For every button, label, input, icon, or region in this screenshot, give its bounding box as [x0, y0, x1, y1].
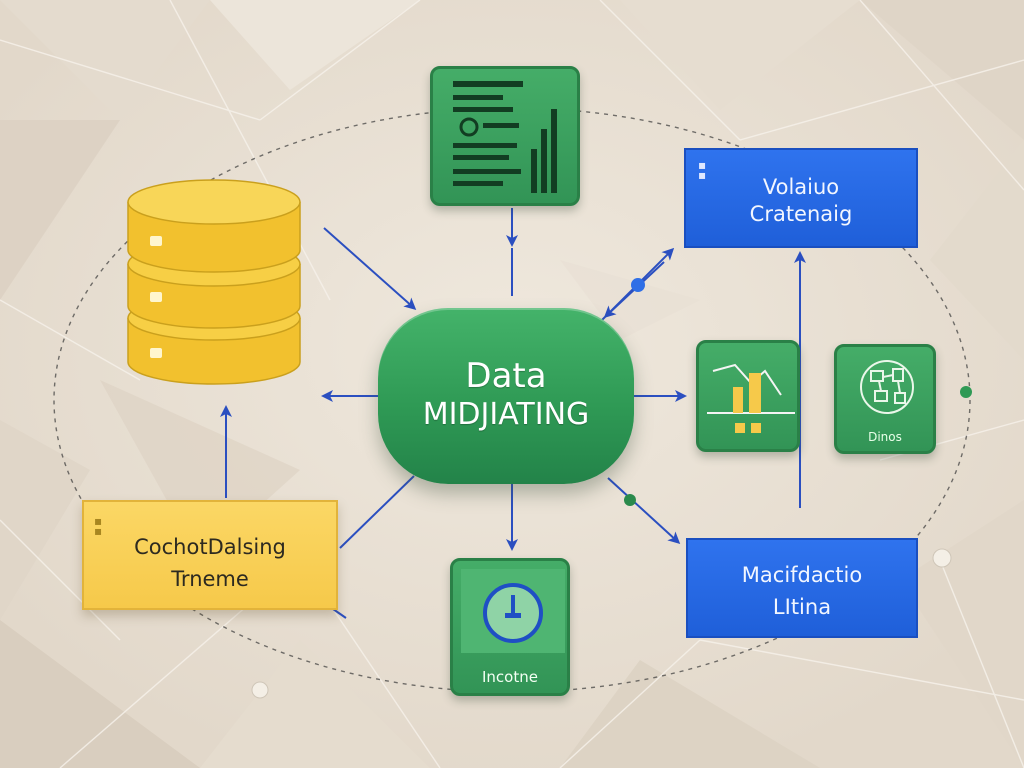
bar-chart-icon [707, 363, 795, 433]
volaiuo-cratenaig-box[interactable]: ▪▪ Volaiuo Cratenaig [684, 148, 918, 248]
connector-dot [631, 278, 645, 292]
orbit-node-dot [932, 548, 952, 568]
orbit-node-dot [251, 681, 269, 699]
report-document-icon [453, 81, 557, 193]
macifdactio-litina-box[interactable]: Macifdactio LItina [686, 538, 918, 638]
incotne-card[interactable]: Incotne [450, 558, 570, 696]
center-node-title: Data [465, 356, 547, 396]
cochotdalsing-note[interactable]: ▪▪ CochotDalsing Trneme [82, 500, 338, 610]
note-subtitle: Trneme [171, 567, 249, 591]
orbit-node-dot [960, 386, 972, 398]
data-midjiating-node[interactable]: Data MIDJIATING [378, 308, 634, 484]
corner-dots-icon: ▪▪ [94, 514, 103, 538]
note-title: CochotDalsing [134, 535, 286, 559]
center-node-subtitle: MIDJIATING [422, 397, 590, 432]
dinos-label: Dinos [868, 430, 902, 444]
corner-dots-icon: ▪▪ [698, 158, 707, 182]
arrow-database-to-center [323, 227, 417, 310]
network-icon [860, 360, 914, 414]
report-card[interactable] [430, 66, 580, 206]
chart-card[interactable] [696, 340, 800, 452]
arrow-center-to-macifdactio [607, 477, 681, 545]
database-icon [127, 179, 301, 385]
incotne-label: Incotne [482, 668, 538, 686]
dinos-card[interactable]: Dinos [834, 344, 936, 454]
connector-dot [624, 494, 636, 506]
macifdactio-label: Macifdactio [741, 563, 863, 587]
cratenaig-label: Cratenaig [749, 202, 853, 226]
litina-label: LItina [772, 595, 832, 619]
clock-icon [461, 569, 565, 653]
connector-center-to-note [339, 475, 415, 549]
volaiuo-label: Volaiuo [762, 175, 840, 199]
